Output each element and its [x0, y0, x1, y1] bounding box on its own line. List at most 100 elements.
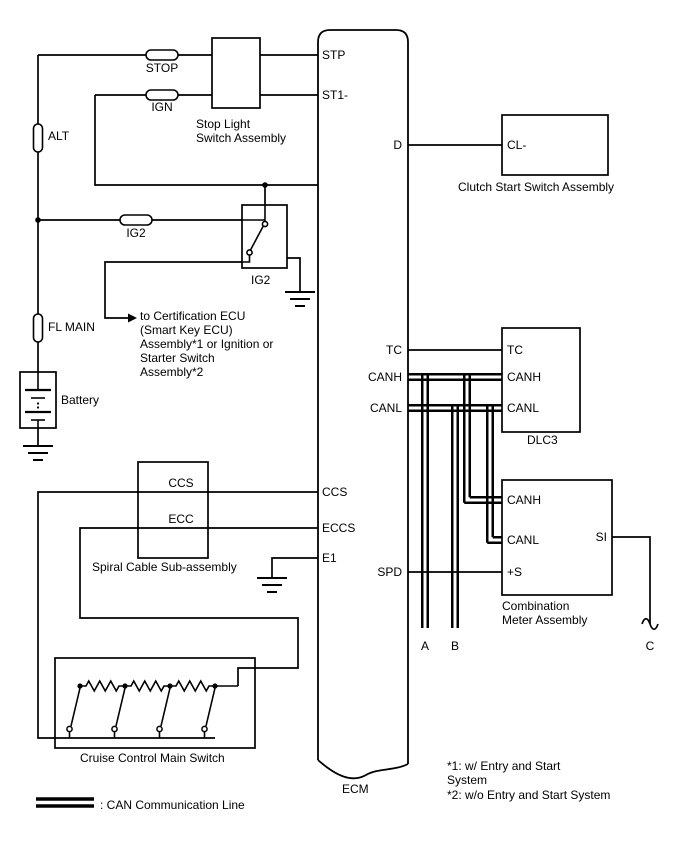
labels: STP ST1- CCS ECCS E1 D TC CANH CANL SPD …: [48, 48, 655, 812]
spiral-pin-ecc-label: ECC: [168, 512, 194, 526]
ecm-pin-spd-label: SPD: [377, 565, 402, 579]
resistor-ladder: [80, 679, 238, 693]
meter-pin-si-label: SI: [596, 530, 607, 544]
ecm-pin-canl-label: CANL: [370, 401, 402, 415]
ecm-pin-canh-label: CANH: [368, 370, 402, 384]
relay-contact-icon: [246, 249, 253, 256]
fuse-stop-label: STOP: [146, 61, 178, 75]
fusible-link-flmain-symbol: [32, 313, 44, 343]
meter-caption-1: Combination: [502, 599, 569, 613]
certification-note-1: to Certification ECU: [140, 309, 245, 323]
ground-e1-icon: [257, 577, 287, 593]
can-bus-lines: [408, 373, 502, 628]
wire-e1-ground: [271, 557, 318, 578]
ground-battery-icon: [23, 445, 53, 461]
fuse-ig2-label: IG2: [126, 226, 146, 240]
connector-c-break-icon: [641, 617, 659, 631]
can-canh-to-dlc3: [408, 373, 502, 381]
switch-contact-icon: [201, 725, 208, 733]
ecm-pin-st1-label: ST1-: [322, 88, 348, 102]
battery-symbol: [25, 372, 51, 428]
wire-to-certification-ecu: [104, 261, 242, 319]
can-canh-to-meter: [464, 496, 502, 504]
legend-can-label: : CAN Communication Line: [100, 798, 245, 812]
footnote-1: *1: w/ Entry and Start: [447, 759, 561, 773]
ground-relay-icon: [285, 291, 315, 307]
ecm-label: ECM: [342, 782, 369, 796]
cruise-switch-internals: [66, 679, 238, 738]
can-line-legend-icon: [36, 797, 94, 808]
footnote-3: *2: w/o Entry and Start System: [447, 788, 610, 802]
ground-symbols: [23, 291, 315, 593]
fusible-link-alt-label: ALT: [48, 129, 70, 143]
wires: [37, 54, 651, 739]
clutch-pin-cl-label: CL-: [507, 138, 526, 152]
connector-b-label: B: [451, 639, 459, 653]
fusible-link-flmain-label: FL MAIN: [48, 320, 95, 334]
junction-dots: [35, 182, 268, 689]
certification-note-4: Starter Switch: [140, 351, 215, 365]
wire-relay-ground: [287, 257, 301, 292]
relay-ig2-label: IG2: [251, 273, 271, 287]
dlc3-caption: DLC3: [527, 433, 558, 447]
spiral-cable-caption: Spiral Cable Sub-assembly: [92, 560, 237, 574]
fuse-ign-label: IGN: [151, 100, 172, 114]
cruise-control-switch-box: [54, 657, 256, 749]
dlc3-pin-canl-label: CANL: [507, 401, 539, 415]
ecm-pin-stp-label: STP: [322, 48, 345, 62]
can-canh-connector-a: [421, 374, 429, 628]
wire-ccs: [37, 491, 318, 739]
component-boxes: [19, 37, 613, 749]
wire-eccs: [79, 527, 318, 686]
footnote-2: System: [447, 773, 487, 787]
ecm-outline: [317, 29, 409, 780]
certification-note-3: Assembly*1 or Ignition or: [140, 337, 273, 351]
battery-label: Battery: [61, 393, 99, 407]
can-canl-to-meter: [487, 536, 502, 544]
fuse-ign-symbol: [145, 89, 179, 101]
cruise-switch-caption: Cruise Control Main Switch: [80, 751, 225, 765]
ecm-body: [317, 29, 409, 764]
stop-light-switch-caption-2: Switch Assembly: [196, 131, 286, 145]
clutch-caption: Clutch Start Switch Assembly: [458, 180, 614, 194]
spiral-cable-box: [137, 461, 209, 559]
certification-note-5: Assembly*2: [140, 365, 204, 379]
stop-light-switch-box: [211, 37, 261, 109]
spiral-pin-ccs-label: CCS: [168, 476, 193, 490]
ecm-pin-tc-label: TC: [386, 343, 402, 357]
ecm-break-edge: [317, 759, 409, 780]
meter-pin-canl-label: CANL: [507, 533, 539, 547]
meter-caption-2: Meter Assembly: [502, 613, 587, 627]
stop-light-switch-caption-1: Stop Light: [196, 117, 251, 131]
fuse-stop-symbol: [145, 49, 179, 61]
dlc3-pin-canh-label: CANH: [507, 370, 541, 384]
dlc3-box: [501, 327, 581, 433]
switch-contact-icon: [111, 725, 118, 733]
wire-si: [612, 536, 651, 624]
switch-contact-icon: [66, 725, 73, 733]
combination-meter-box: [501, 479, 613, 596]
ecm-pin-eccs-label: ECCS: [322, 521, 355, 535]
meter-pin-plus-s-label: +S: [507, 565, 522, 579]
fusible-link-alt-symbol: [32, 123, 44, 153]
can-canh-drop-meter: [463, 374, 471, 503]
connector-a-label: A: [421, 639, 429, 653]
dlc3-pin-tc-label: TC: [507, 343, 523, 357]
clutch-start-switch-box: [501, 114, 609, 176]
switch-contact-icon: [156, 725, 163, 733]
ecm-pin-e1-label: E1: [322, 551, 337, 565]
can-canl-connector-b: [451, 405, 459, 628]
connector-c-label: C: [646, 639, 655, 653]
meter-pin-canh-label: CANH: [507, 493, 541, 507]
certification-arrow-icon: [128, 313, 137, 323]
ecm-pin-d-label: D: [393, 138, 402, 152]
ig2-relay-internals: [242, 205, 269, 263]
can-canl-drop-meter: [486, 405, 494, 543]
fuse-symbols: [32, 49, 179, 343]
ecm-pin-ccs-label: CCS: [322, 485, 347, 499]
switch-arms: [70, 687, 216, 727]
wire-ign-to-ecm: [94, 95, 318, 186]
